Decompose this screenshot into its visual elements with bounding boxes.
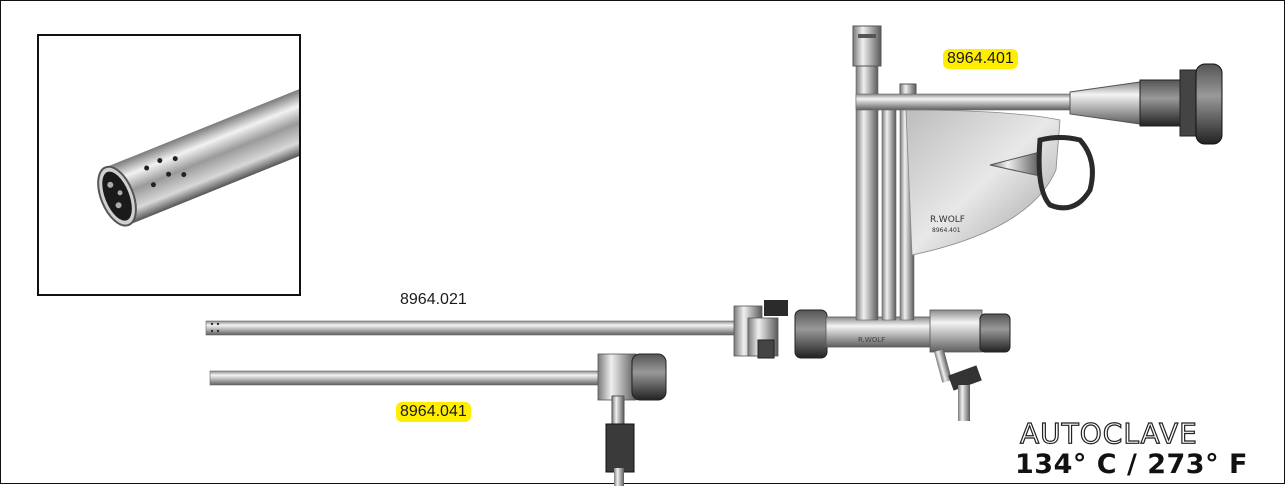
label-upper-sheath-number: 8964.021 <box>400 291 467 308</box>
plate-brand-engraving: R.WOLF <box>930 215 965 225</box>
sheath-8964-021 <box>205 300 788 359</box>
detail-inset <box>37 34 301 296</box>
plate-number-engraving: 8964.401 <box>932 227 961 234</box>
autoclave-title: AUTOCLAVE <box>1019 417 1198 450</box>
working-element-body <box>794 309 1011 421</box>
body-brand-engraving: R.WOLF <box>858 336 885 344</box>
sheath-tip-detail-image <box>97 81 299 227</box>
autoclave-temperature: 134° C / 273° F <box>1015 449 1248 480</box>
bridge-posts <box>852 25 917 321</box>
sheath-8964-041 <box>209 353 667 486</box>
telescope-8964-401 <box>855 63 1223 145</box>
label-telescope-number: 8964.401 <box>943 49 1018 69</box>
label-lower-sheath-number: 8964.041 <box>396 402 471 422</box>
handle-plate: R.WOLF 8964.401 R.WOLF <box>858 109 1095 344</box>
